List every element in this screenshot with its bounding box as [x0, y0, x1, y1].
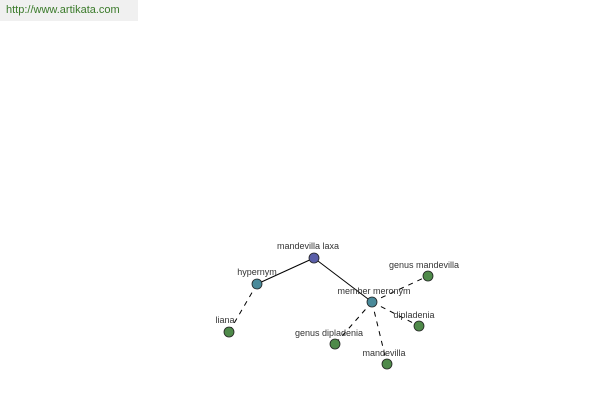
node-label-liana[interactable]: liana	[215, 315, 234, 325]
node-label-genus-mandevilla[interactable]: genus mandevilla	[389, 260, 459, 270]
graph-labels: mandevilla laxa hypernym member meronym lia…	[215, 241, 459, 358]
node-label-member-meronym[interactable]: member meronym	[337, 286, 410, 296]
node-label-genus-dipladenia[interactable]: genus dipladenia	[295, 328, 363, 338]
edge-member-meronym-to-genus-mandevilla	[371, 275, 429, 303]
node-member-meronym[interactable]	[366, 296, 378, 308]
graph-edges	[228, 257, 429, 365]
node-dipladenia[interactable]	[413, 320, 425, 332]
node-mandevilla-laxa[interactable]	[308, 252, 320, 264]
node-mandevilla[interactable]	[381, 358, 393, 370]
node-label-hypernym[interactable]: hypernym	[237, 267, 277, 277]
node-genus-dipladenia[interactable]	[329, 338, 341, 350]
edge-member-meronym-to-mandevilla	[371, 301, 388, 365]
node-label-dipladenia[interactable]: dipladenia	[393, 310, 434, 320]
node-liana[interactable]	[223, 326, 235, 338]
edge-mandevilla-laxa-to-member-meronym	[313, 257, 373, 303]
node-label-mandevilla-laxa[interactable]: mandevilla laxa	[277, 241, 339, 251]
node-label-mandevilla[interactable]: mandevilla	[362, 348, 405, 358]
node-hypernym[interactable]	[251, 278, 263, 290]
edge-mandevilla-laxa-to-hypernym	[256, 257, 315, 285]
edge-member-meronym-to-dipladenia	[371, 301, 420, 327]
graph-nodes	[223, 252, 434, 370]
node-genus-mandevilla[interactable]	[422, 270, 434, 282]
site-url-link[interactable]: http://www.artikata.com	[0, 0, 138, 21]
